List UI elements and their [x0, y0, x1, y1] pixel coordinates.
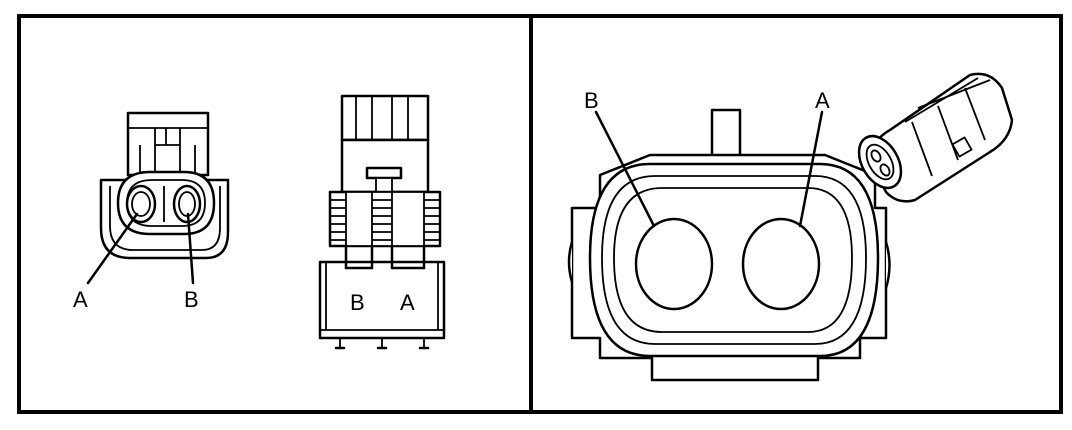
pin-label-b: B — [584, 88, 599, 113]
connector-face-view: A B — [73, 111, 230, 312]
connector-face-view-enlarged: B A — [567, 88, 891, 382]
latch-tab — [710, 108, 742, 164]
pin-label-b: B — [184, 287, 199, 312]
pin-label-a: A — [815, 88, 830, 113]
diagram-frame — [17, 14, 1063, 414]
connector-isometric-view — [857, 72, 1014, 203]
connector-side-view: B A — [318, 94, 446, 350]
pin-b-socket — [634, 217, 714, 311]
pin-b-socket — [172, 184, 202, 224]
leader-line — [594, 110, 656, 228]
left-panel: A B — [73, 94, 446, 350]
pin-label-a: A — [73, 287, 88, 312]
right-panel: B A — [567, 72, 1014, 382]
leader-line — [86, 212, 139, 285]
pin-label-b: B — [350, 290, 365, 315]
pin-a-socket — [741, 217, 821, 311]
leader-line — [798, 110, 824, 228]
pin-label-a: A — [400, 290, 415, 315]
leader-line — [186, 212, 195, 285]
latch-tab — [126, 111, 210, 177]
